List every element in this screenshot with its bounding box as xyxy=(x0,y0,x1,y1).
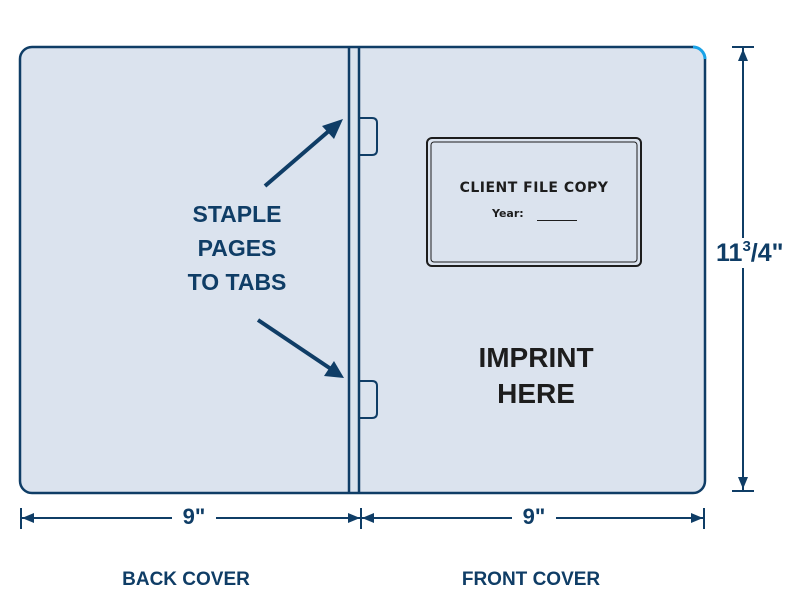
arrow-to-top-tab xyxy=(263,119,343,188)
staple-tab-top xyxy=(359,117,378,156)
front-cover-label: FRONT COVER xyxy=(461,569,601,590)
instruction-line-2: PAGES xyxy=(197,235,277,261)
window-box-inner xyxy=(430,141,638,263)
year-blank-line xyxy=(537,220,577,221)
height-whole: 11 xyxy=(716,239,743,267)
height-dimension-line xyxy=(732,46,754,492)
imprint-line-2: HERE xyxy=(497,378,575,409)
height-fraction-rest: /4" xyxy=(750,239,784,267)
window-box-outer xyxy=(426,137,642,267)
back-cover-label: BACK COVER xyxy=(122,569,250,590)
imprint-line-1: IMPRINT xyxy=(478,342,594,373)
window-title: CLIENT FILE COPY xyxy=(459,180,609,196)
height-fraction-num: 3 xyxy=(742,238,751,255)
height-label: 113/4" xyxy=(716,238,784,268)
front-width-label: 9" xyxy=(512,504,556,530)
folder-panel xyxy=(18,45,707,495)
instruction-line-1: STAPLE xyxy=(192,201,282,227)
arrow-to-bottom-tab xyxy=(256,318,344,378)
width-dimension-line xyxy=(20,508,705,529)
staple-tab-bottom xyxy=(359,380,378,419)
instruction-line-3: TO TABS xyxy=(187,269,287,295)
corner-accent xyxy=(692,45,707,60)
back-width-label: 9" xyxy=(172,504,216,530)
window-year-label: Year: xyxy=(492,207,524,220)
